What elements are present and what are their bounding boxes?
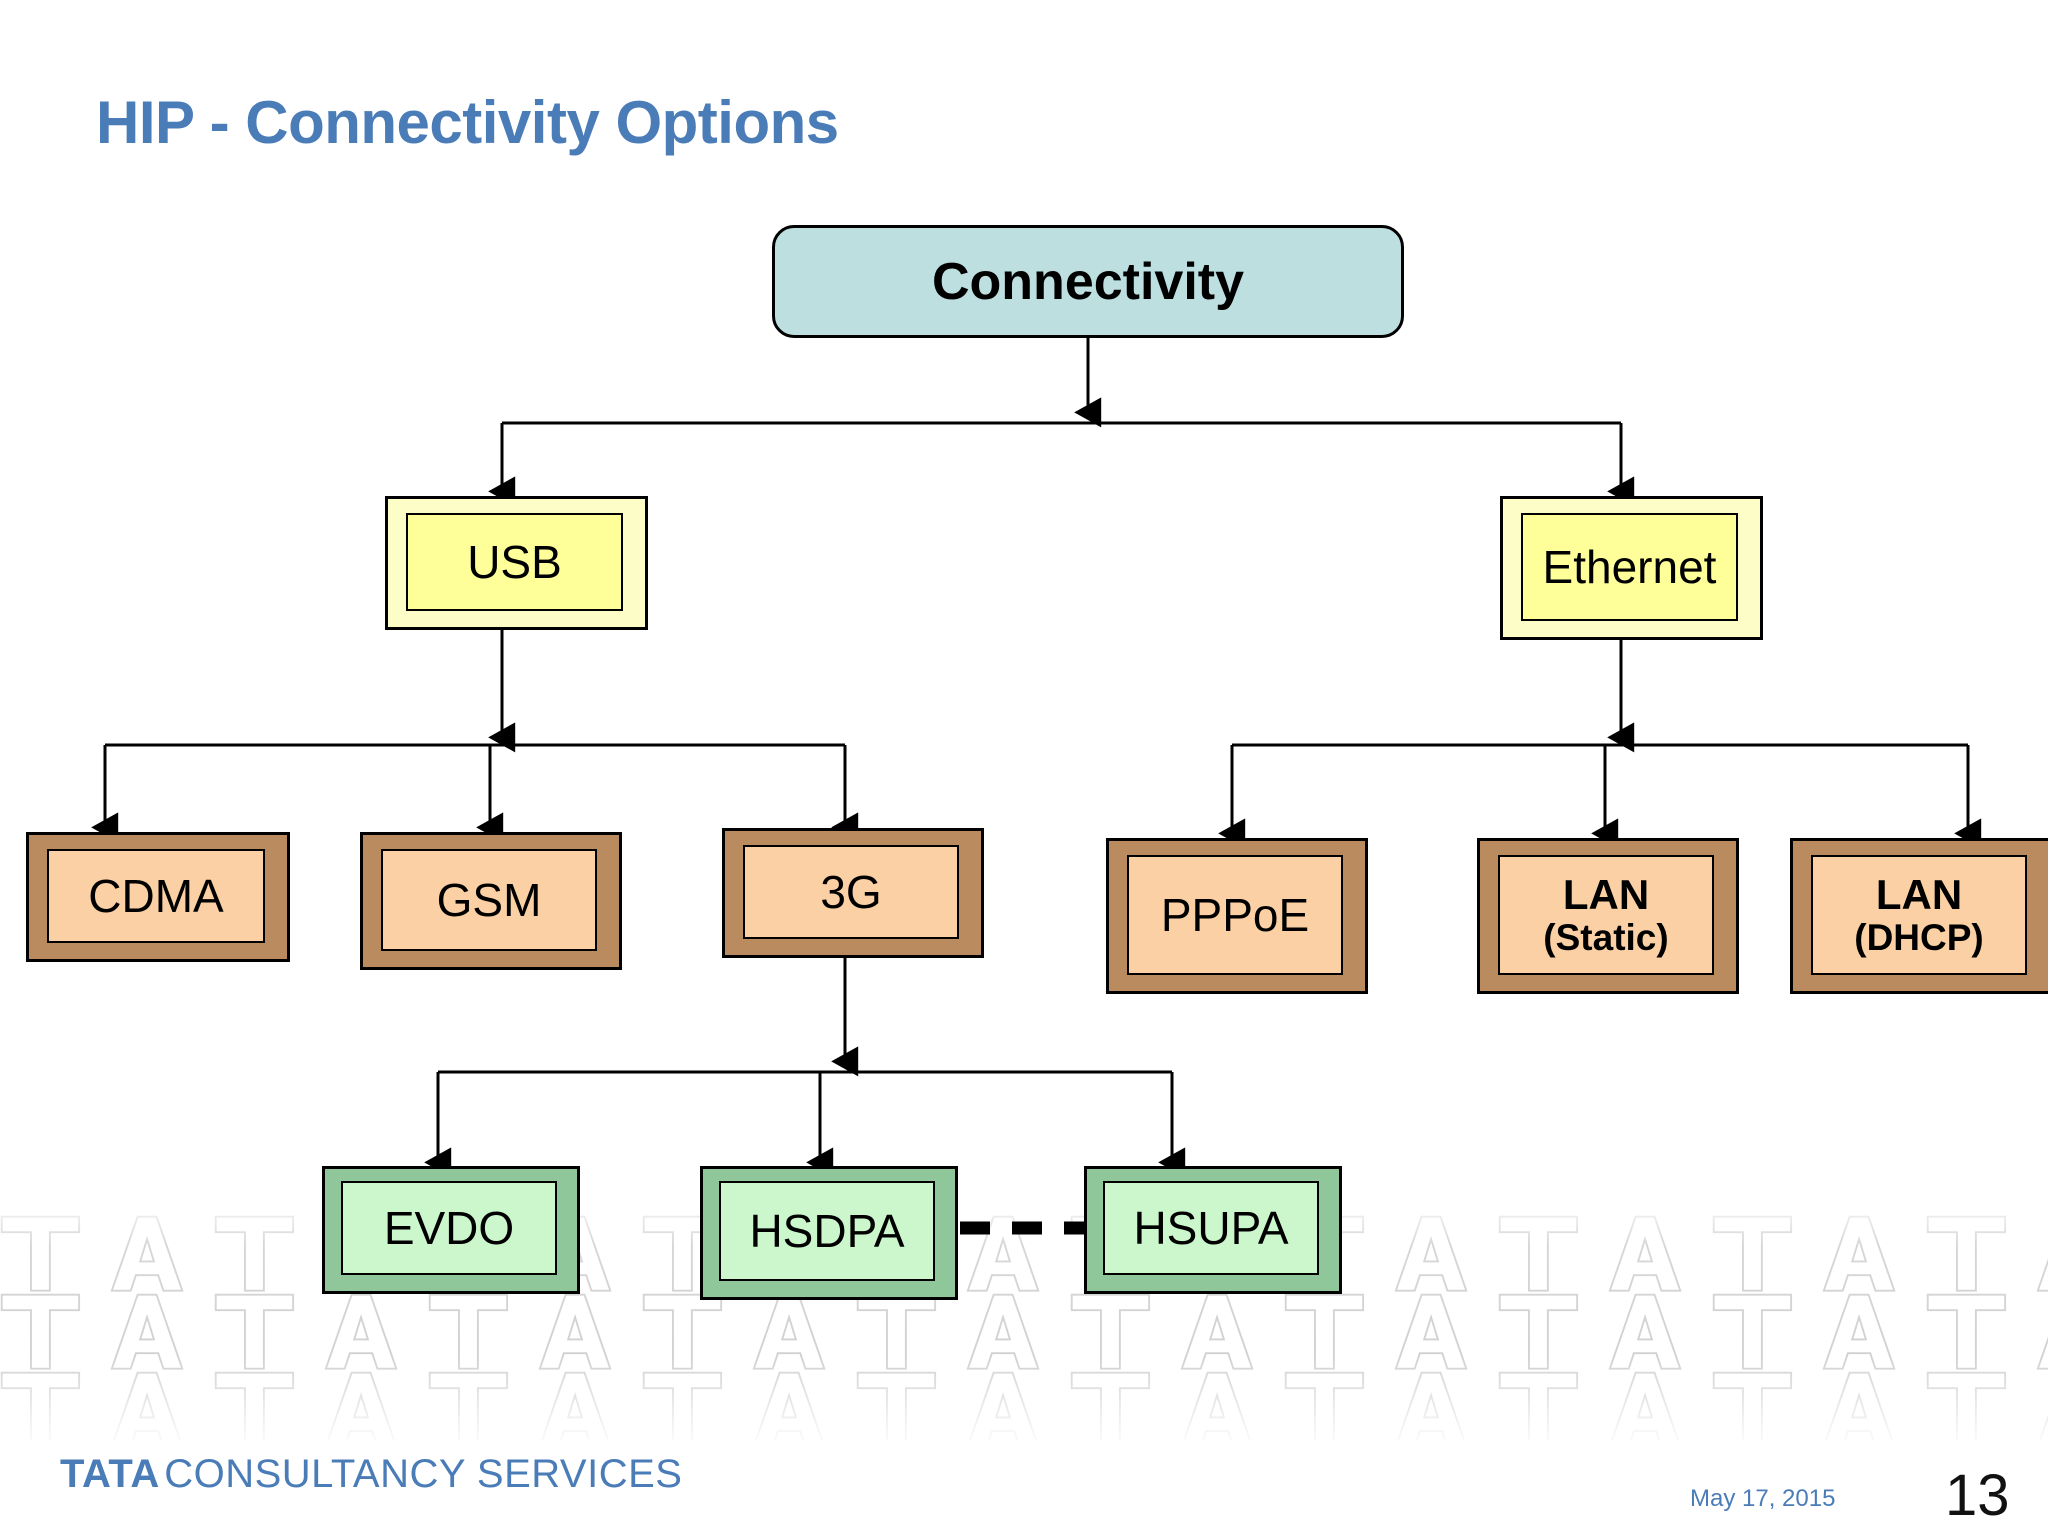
tcs-logo-secondary: CONSULTANCY SERVICES [164,1452,683,1496]
node-label-3g: 3G [820,865,882,918]
slide-date: May 17, 2015 [1690,1485,1836,1512]
node-connectivity[interactable]: Connectivity [772,225,1404,338]
node-label-evdo: EVDO [383,1201,515,1254]
node-pppoe[interactable]: PPPoE [1106,838,1368,994]
node-hsupa[interactable]: HSUPA [1084,1166,1342,1294]
tata-watermark [0,1215,2048,1440]
node-lan-dhcp[interactable]: LAN (DHCP) [1790,838,2048,994]
node-lan-static[interactable]: LAN (Static) [1477,838,1739,994]
tcs-logo: TATA CONSULTANCY SERVICES [60,1452,682,1497]
node-label-hsupa: HSUPA [1133,1201,1289,1254]
node-label-connectivity: Connectivity [931,252,1245,311]
node-sublabel-lan-static: (Static) [1543,916,1669,958]
page-title: HIP - Connectivity Options [96,89,839,156]
tcs-logo-primary: TATA [60,1452,160,1496]
node-ethernet[interactable]: Ethernet [1500,496,1763,640]
node-cdma[interactable]: CDMA [26,832,290,962]
node-label-gsm: GSM [436,873,542,926]
node-label-usb: USB [467,535,562,588]
node-3g[interactable]: 3G [722,828,984,958]
slide-page-number: 13 [1945,1463,2010,1528]
node-gsm[interactable]: GSM [360,832,622,970]
node-label-cdma: CDMA [88,869,224,922]
node-label-lan-static: LAN [1562,871,1650,919]
node-label-pppoe: PPPoE [1160,888,1310,941]
node-label-ethernet: Ethernet [1542,540,1717,593]
node-evdo[interactable]: EVDO [322,1166,580,1294]
node-usb[interactable]: USB [385,496,648,630]
node-hsdpa[interactable]: HSDPA [700,1166,958,1300]
node-label-lan-dhcp: LAN [1875,871,1963,919]
node-sublabel-lan-dhcp: (DHCP) [1854,916,1984,958]
node-label-hsdpa: HSDPA [749,1204,905,1257]
